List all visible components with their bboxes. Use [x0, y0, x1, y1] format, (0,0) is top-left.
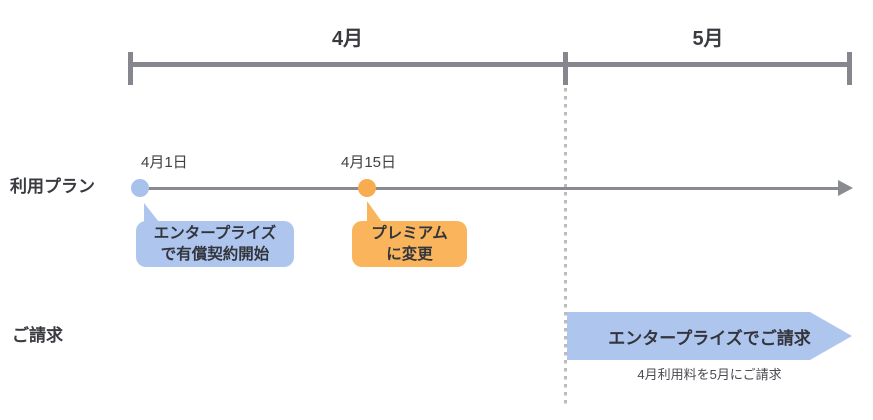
- month-label-april: 4月: [331, 28, 364, 50]
- billing-arrow-banner-head: [810, 312, 852, 360]
- event-date-enterprise: 4月1日: [141, 154, 188, 171]
- arrow-right-icon: [838, 180, 853, 196]
- callout-enterprise: エンタープライズ で有償契約開始: [136, 221, 294, 267]
- callout-premium-line1: プレミアム: [371, 225, 448, 242]
- month-boundary-dotted-line: [564, 88, 567, 406]
- billing-arrow-banner: [567, 312, 810, 360]
- callout-premium: プレミアム に変更: [352, 221, 467, 267]
- event-marker-enterprise-icon: [131, 179, 149, 197]
- billing-caption: 4月利用料を5月にご請求: [637, 367, 782, 382]
- billing-row-label: ご請求: [12, 326, 63, 345]
- plan-row-label: 利用プラン: [10, 177, 95, 196]
- event-marker-premium-icon: [358, 179, 376, 197]
- event-date-premium: 4月15日: [341, 154, 397, 171]
- callout-tail-premium: [367, 201, 382, 222]
- plan-timeline-line: [140, 187, 841, 190]
- callout-enterprise-line2: で有償契約開始: [160, 246, 270, 263]
- month-axis-bar: [128, 62, 852, 67]
- callout-premium-line2: に変更: [386, 246, 433, 263]
- callout-enterprise-line1: エンタープライズ: [153, 225, 277, 242]
- callout-tail-enterprise: [144, 203, 159, 222]
- axis-tick-april-start: [128, 52, 133, 85]
- axis-tick-may-end: [847, 52, 852, 85]
- axis-tick-month-boundary: [563, 52, 568, 85]
- billing-banner-label: エンタープライズでご請求: [608, 328, 811, 348]
- month-label-may: 5月: [692, 28, 724, 50]
